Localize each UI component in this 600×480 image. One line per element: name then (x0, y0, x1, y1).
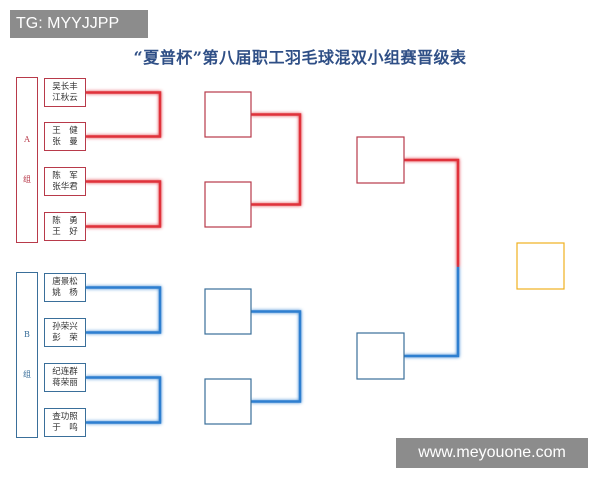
player-name: 张 曼 (52, 136, 78, 147)
player-name: 王 健 (52, 125, 78, 136)
round2-slot (204, 288, 252, 335)
page-title: “夏普杯”第八届职工羽毛球混双小组赛晋级表 (133, 48, 467, 67)
bracket-line (404, 267, 460, 358)
watermark-bottom-right: www.meyouone.com (396, 438, 588, 468)
bracket-line (404, 158, 460, 267)
round2-slot (204, 91, 252, 138)
player-name: 江秋云 (52, 92, 78, 103)
bracket-line (251, 310, 302, 403)
player-name: 张华君 (52, 181, 78, 192)
player-name: 查功照 (52, 411, 78, 422)
round2-slot (204, 378, 252, 425)
group-label: 组 (23, 370, 31, 379)
team-box: 查功照于 鸣 (44, 408, 86, 437)
player-name: 陈 军 (52, 170, 78, 181)
player-name: 孙荣兴 (52, 321, 78, 332)
player-name: 蒋荣丽 (52, 377, 78, 388)
bracket-line (86, 376, 162, 424)
player-name: 唐景松 (52, 276, 78, 287)
watermark-top-left: TG: MYYJJPP (10, 10, 148, 38)
group-letter: A (24, 135, 30, 144)
semifinal-slot (356, 332, 405, 380)
semifinal-slot (356, 136, 405, 184)
team-box: 陈 军张华君 (44, 167, 86, 196)
player-name: 王 好 (52, 226, 78, 237)
team-box: 吴长丰江秋云 (44, 78, 86, 107)
bracket-line (86, 180, 162, 228)
team-box: 纪连群蒋荣丽 (44, 363, 86, 392)
player-name: 纪连群 (52, 366, 78, 377)
team-box: 王 健张 曼 (44, 122, 86, 151)
team-box: 唐景松姚 杨 (44, 273, 86, 302)
player-name: 姚 杨 (52, 287, 78, 298)
player-name: 于 鸣 (52, 422, 78, 433)
player-name: 吴长丰 (52, 81, 78, 92)
round2-slot (204, 181, 252, 228)
team-box: 孙荣兴彭 荣 (44, 318, 86, 347)
group-label: 组 (23, 175, 31, 184)
bracket-line (86, 286, 162, 334)
player-name: 彭 荣 (52, 332, 78, 343)
team-box: 陈 勇王 好 (44, 212, 86, 241)
group-letter: B (24, 330, 30, 339)
player-name: 陈 勇 (52, 215, 78, 226)
champion-slot (516, 242, 565, 290)
bracket-line (251, 113, 302, 206)
bracket-line (86, 91, 162, 138)
